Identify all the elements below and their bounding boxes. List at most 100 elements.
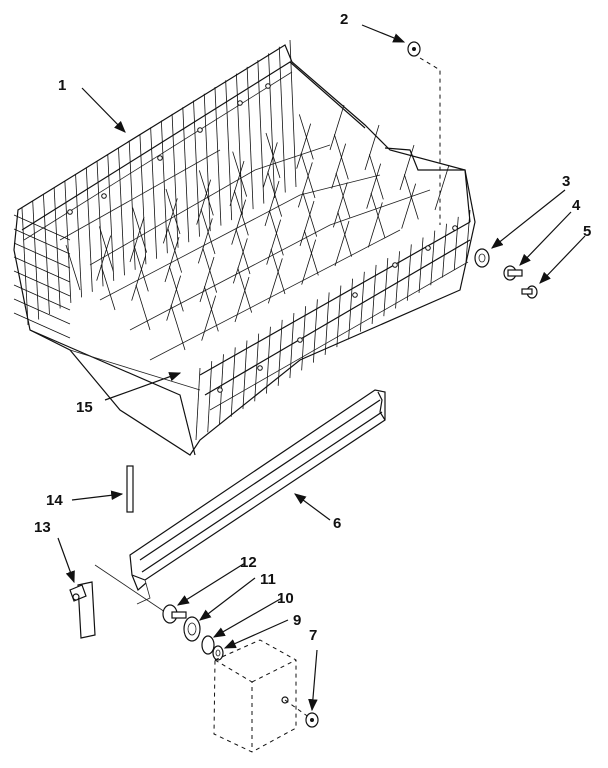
tine — [332, 182, 348, 228]
tine — [168, 266, 184, 312]
tine — [13, 270, 71, 297]
callout-2: 2 — [340, 11, 348, 28]
rivet — [297, 337, 303, 343]
callout-10: 10 — [277, 590, 294, 607]
rack-front-rail — [199, 221, 471, 376]
tine — [301, 239, 317, 285]
tine — [193, 100, 200, 237]
tine — [13, 228, 71, 255]
rack-end-panel — [384, 147, 471, 223]
tine — [242, 340, 248, 410]
tine — [264, 180, 280, 227]
tine — [453, 216, 459, 270]
tine — [465, 209, 471, 263]
tine — [166, 275, 182, 321]
tine — [434, 164, 450, 211]
tine — [296, 123, 312, 169]
callout-15: 15 — [76, 399, 93, 416]
tine — [162, 198, 178, 244]
tine — [100, 264, 116, 311]
tine — [333, 134, 349, 180]
tine — [197, 218, 213, 264]
callout-5: 5 — [583, 223, 591, 240]
callout-6: 6 — [333, 515, 341, 532]
callout-7: 7 — [309, 627, 317, 644]
tine — [196, 179, 212, 225]
tine — [167, 227, 183, 273]
callouts: 1 2 3 4 5 6 7 9 10 11 12 13 14 15 — [34, 11, 591, 644]
tine — [139, 134, 147, 265]
tine — [246, 66, 254, 210]
tine — [300, 152, 316, 199]
tine — [297, 162, 313, 208]
tine — [235, 228, 251, 275]
tine — [85, 167, 93, 292]
tine — [370, 192, 386, 239]
tine — [65, 244, 81, 291]
tine — [43, 194, 50, 314]
tine — [32, 201, 40, 320]
tine — [364, 124, 380, 171]
tine — [324, 292, 330, 355]
callout-1: 1 — [58, 77, 66, 94]
tine — [348, 278, 354, 340]
pin — [126, 465, 134, 513]
tine — [331, 143, 347, 189]
tine — [118, 147, 125, 276]
tine — [203, 286, 219, 332]
tine — [267, 258, 283, 304]
rivet — [67, 209, 73, 215]
rivet — [392, 262, 398, 268]
tine — [234, 276, 250, 323]
tine — [395, 251, 400, 309]
tine — [200, 208, 216, 255]
right-hardware — [474, 248, 538, 299]
rivet — [257, 365, 263, 371]
tine — [230, 347, 236, 417]
tine — [298, 114, 314, 160]
rivet — [452, 225, 458, 231]
rivet — [425, 245, 431, 251]
tine — [160, 120, 168, 254]
tine — [278, 46, 286, 193]
tine — [257, 60, 265, 204]
tine — [418, 237, 424, 293]
tine — [182, 107, 190, 243]
rivet — [157, 155, 163, 161]
tine — [277, 319, 283, 386]
tine — [401, 183, 417, 229]
tine — [96, 235, 112, 281]
tine — [265, 132, 281, 179]
tine — [231, 199, 247, 245]
tine — [254, 333, 260, 402]
tine — [232, 151, 248, 197]
tine — [368, 154, 384, 200]
tine — [203, 93, 211, 232]
tine — [13, 312, 71, 339]
tine — [98, 226, 114, 272]
tine — [367, 202, 383, 248]
tine — [366, 163, 382, 209]
tine — [266, 219, 282, 265]
callout-12: 12 — [240, 554, 257, 571]
rail — [129, 389, 386, 605]
tine — [399, 144, 415, 191]
roller-stack — [94, 564, 224, 661]
rivet — [352, 292, 358, 298]
tine — [13, 298, 71, 325]
callout-14: 14 — [46, 492, 63, 509]
rack-outline — [13, 44, 476, 456]
tine — [164, 236, 180, 283]
tine — [442, 223, 447, 278]
tine — [312, 299, 318, 363]
callout-11: 11 — [260, 571, 276, 588]
tine — [430, 230, 436, 286]
part-10-washer — [201, 635, 215, 655]
tine — [202, 247, 218, 293]
tine — [329, 104, 345, 151]
rack-top-rail — [21, 61, 366, 231]
tine — [21, 207, 29, 326]
part-9-clip — [212, 645, 224, 661]
callout-13: 13 — [34, 519, 51, 536]
